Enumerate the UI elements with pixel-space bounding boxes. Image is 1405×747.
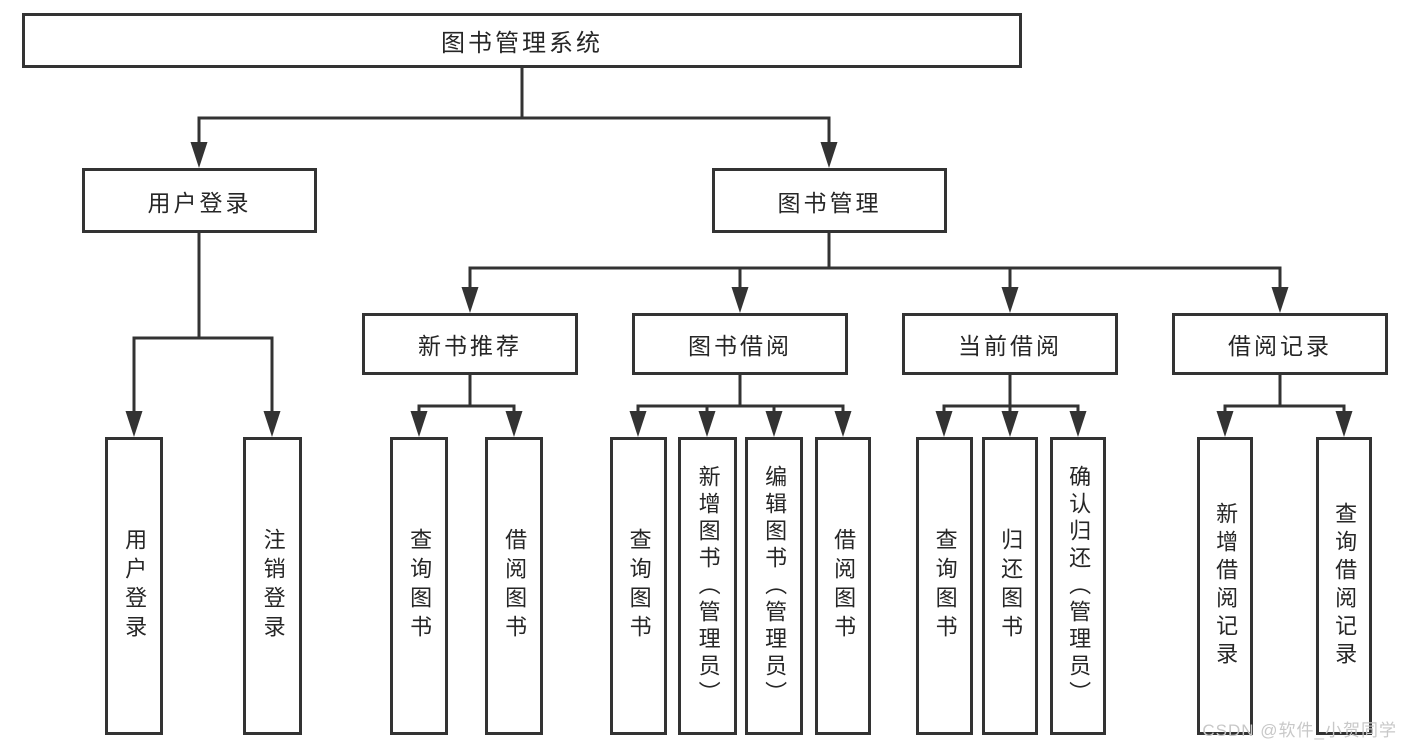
connector-root-to-level2 xyxy=(197,68,831,146)
connector-book-management-branch xyxy=(468,233,1282,295)
node-user-login: 用户登录 xyxy=(82,168,317,233)
leaf-query-books-current: 查询图书 xyxy=(916,437,973,735)
leaf-add-books-admin: 新增图书（管理员） xyxy=(678,437,737,735)
node-borrow-records: 借阅记录 xyxy=(1172,313,1388,375)
leaf-user-login: 用户登录 xyxy=(105,437,163,735)
leaf-query-borrow-record: 查询借阅记录 xyxy=(1316,437,1372,735)
node-root-library-management-system: 图书管理系统 xyxy=(22,13,1022,68)
connector-user-login-branch xyxy=(132,233,274,419)
leaf-query-books-borrow: 查询图书 xyxy=(610,437,667,735)
node-current-borrow: 当前借阅 xyxy=(902,313,1118,375)
leaf-borrow-books-recommend: 借阅图书 xyxy=(485,437,543,735)
connector-new-book-branch xyxy=(417,375,516,419)
connector-borrow-records-branch xyxy=(1223,375,1346,419)
leaf-logout-login: 注销登录 xyxy=(243,437,302,735)
leaf-borrow-books: 借阅图书 xyxy=(815,437,871,735)
leaf-edit-books-admin: 编辑图书（管理员） xyxy=(745,437,803,735)
node-new-book-recommend: 新书推荐 xyxy=(362,313,578,375)
csdn-watermark: CSDN @软件_小贺同学 xyxy=(1202,721,1397,740)
leaf-add-borrow-record: 新增借阅记录 xyxy=(1197,437,1253,735)
leaf-return-books: 归还图书 xyxy=(982,437,1038,735)
leaf-query-books-recommend: 查询图书 xyxy=(390,437,448,735)
node-book-management: 图书管理 xyxy=(712,168,947,233)
arrowheads xyxy=(125,142,1353,437)
node-book-borrow: 图书借阅 xyxy=(632,313,848,375)
connector-book-borrow-branch xyxy=(636,375,845,419)
leaf-confirm-return-admin: 确认归还（管理员） xyxy=(1050,437,1106,735)
